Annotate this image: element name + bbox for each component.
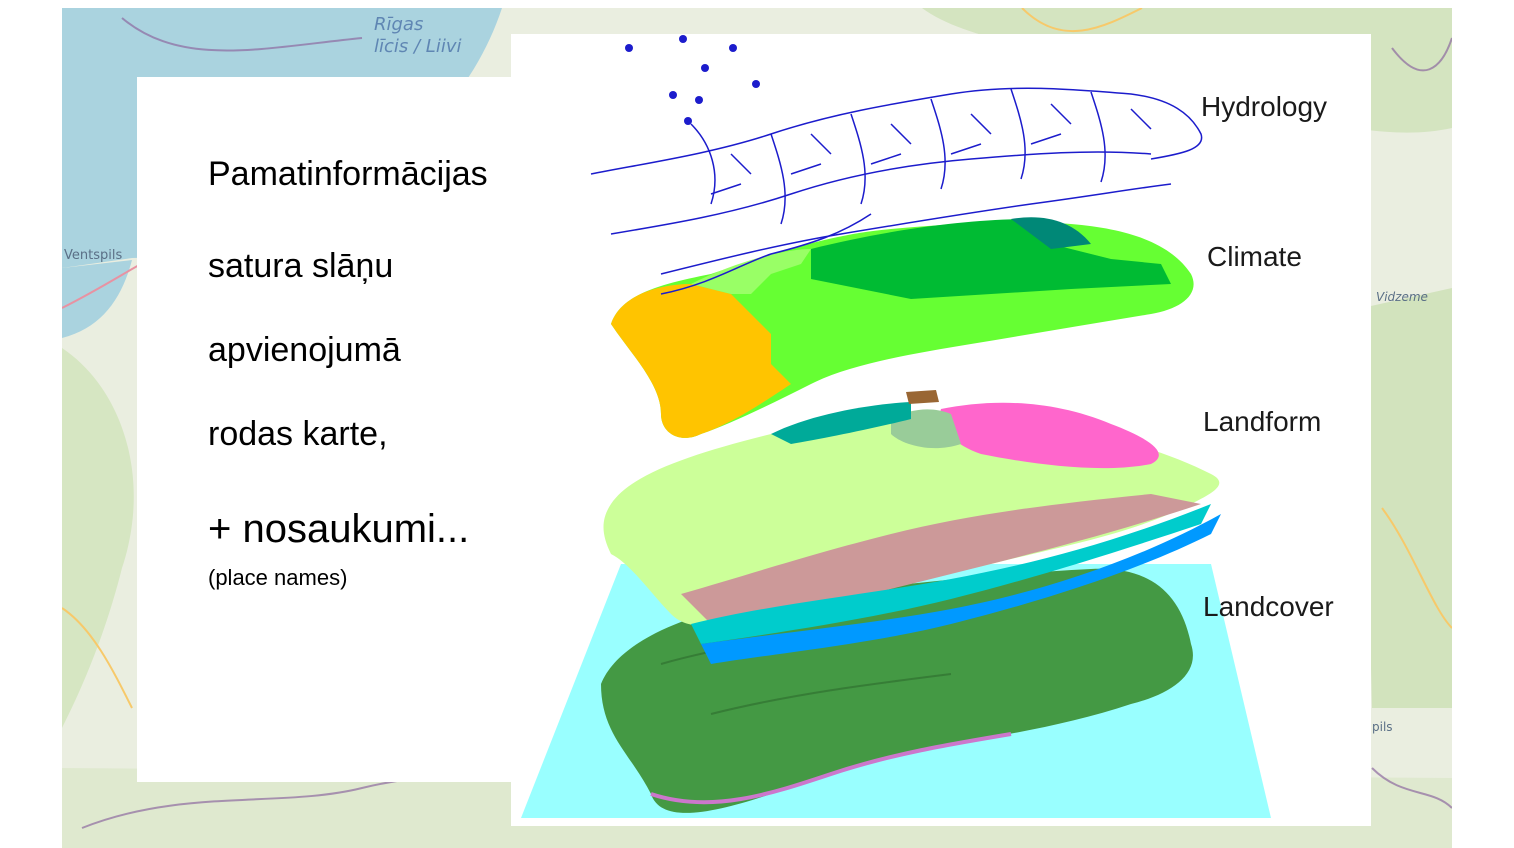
text-line-6: (place names) <box>208 565 348 590</box>
map-label-riga: Rīgas līcis / Liivi <box>374 14 462 57</box>
map-label-vidzeme: Vidzeme <box>1376 290 1428 304</box>
layer-label-climate: Climate <box>1207 241 1302 272</box>
gis-layers-diagram: Hydrology Climate Landform Landcover <box>511 34 1371 826</box>
layers-graphic <box>521 35 1271 818</box>
layer-label-landform: Landform <box>1203 406 1322 437</box>
text-line-2: satura slāņu <box>208 247 394 285</box>
text-line-4: rodas karte, <box>208 415 388 453</box>
text-line-5: + nosaukumi... <box>208 507 470 551</box>
text-line-3: apvienojumā <box>208 331 401 369</box>
map-label-ventspils: Ventspils <box>64 248 123 263</box>
text-line-1: Pamatinformācijas <box>208 155 488 193</box>
hydrology-points <box>625 35 760 125</box>
map-label-pils: pils <box>1372 720 1393 734</box>
climate-layer <box>611 217 1194 438</box>
layer-label-landcover: Landcover <box>1203 591 1334 622</box>
layer-label-hydrology: Hydrology <box>1201 91 1328 122</box>
hydrology-layer <box>590 87 1203 295</box>
landform-layer <box>603 390 1221 664</box>
